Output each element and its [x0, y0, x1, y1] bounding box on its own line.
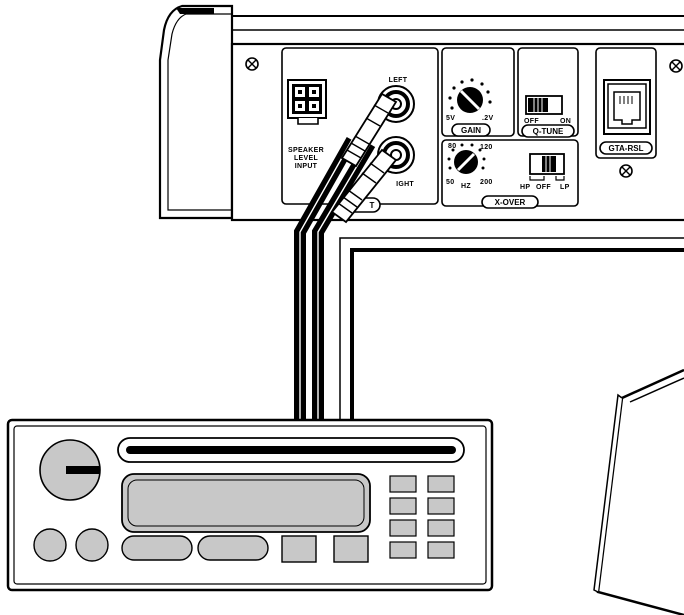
head-unit [6, 418, 494, 592]
volume-knob[interactable] [39, 439, 101, 501]
xover-freq-200: 200 [480, 179, 493, 186]
qtune-badge [521, 124, 575, 138]
rca-left-label: LEFT [389, 77, 408, 84]
gain-min-label: 5V [446, 115, 455, 122]
preset-button-4[interactable] [427, 497, 455, 515]
rca-plug-right[interactable] [330, 148, 398, 224]
xover-knob-label: HZ [461, 183, 471, 190]
speaker-input-label-line2: LEVEL [294, 155, 318, 162]
gain-scale-dots-icon [448, 78, 492, 110]
speaker-input-label-line1: SPEAKER [288, 147, 324, 154]
dashboard-outline [350, 248, 684, 420]
xover-label: X-OVER [495, 198, 526, 207]
remote-port-badge [599, 141, 653, 155]
gain-label: GAIN [461, 126, 481, 135]
remote-port-jack-icon[interactable] [603, 79, 651, 135]
pill-button-2[interactable] [197, 535, 269, 561]
preset-button-3[interactable] [389, 497, 417, 515]
gain-max-label: .2V [482, 115, 493, 122]
amplifier: SPEAKER LEVEL INPUT LEFT IGHT T [158, 4, 684, 222]
xover-freq-120: 120 [480, 144, 493, 151]
gain-badge [451, 123, 491, 137]
xover-knob[interactable] [454, 150, 478, 174]
round-button-1[interactable] [33, 528, 67, 562]
square-button-2[interactable] [333, 535, 369, 563]
xover-freq-80: 80 [448, 143, 456, 150]
preset-button-1[interactable] [389, 475, 417, 493]
gain-knob[interactable] [457, 87, 483, 113]
preset-button-8[interactable] [427, 541, 455, 559]
xover-switch-hp-label: HP [520, 184, 530, 191]
screw-icon [669, 59, 683, 73]
speaker-input-label-line3: INPUT [295, 163, 318, 170]
round-button-2[interactable] [75, 528, 109, 562]
preset-button-6[interactable] [427, 519, 455, 537]
qtune-on-label: ON [560, 118, 571, 125]
rca-cable-pair [294, 137, 376, 430]
qtune-off-label: OFF [524, 118, 539, 125]
preset-button-5[interactable] [389, 519, 417, 537]
qtune-label: Q-TUNE [533, 127, 564, 136]
screw-icon [245, 57, 259, 71]
xover-freq-50: 50 [446, 179, 454, 186]
rca-right-label: IGHT [396, 181, 414, 188]
xover-badge [481, 195, 539, 209]
preset-button-7[interactable] [389, 541, 417, 559]
preset-button-2[interactable] [427, 475, 455, 493]
qtune-switch[interactable] [525, 95, 563, 115]
rca-block-label: T [370, 201, 375, 210]
square-button-1[interactable] [281, 535, 317, 563]
subwoofer-enclosure [593, 368, 684, 615]
amplifier-end-cap [158, 4, 234, 220]
rca-plug-left[interactable] [340, 92, 398, 168]
speaker-level-connector-icon [287, 79, 327, 125]
screw-icon [619, 164, 633, 178]
pill-button-1[interactable] [121, 535, 193, 561]
display-screen [121, 473, 371, 533]
xover-scale-dots-icon [447, 143, 486, 170]
xover-switch[interactable] [529, 153, 565, 181]
remote-port-label: GTA-RSL [609, 144, 644, 153]
xover-switch-off-label: OFF [536, 184, 551, 191]
xover-switch-lp-label: LP [560, 184, 570, 191]
